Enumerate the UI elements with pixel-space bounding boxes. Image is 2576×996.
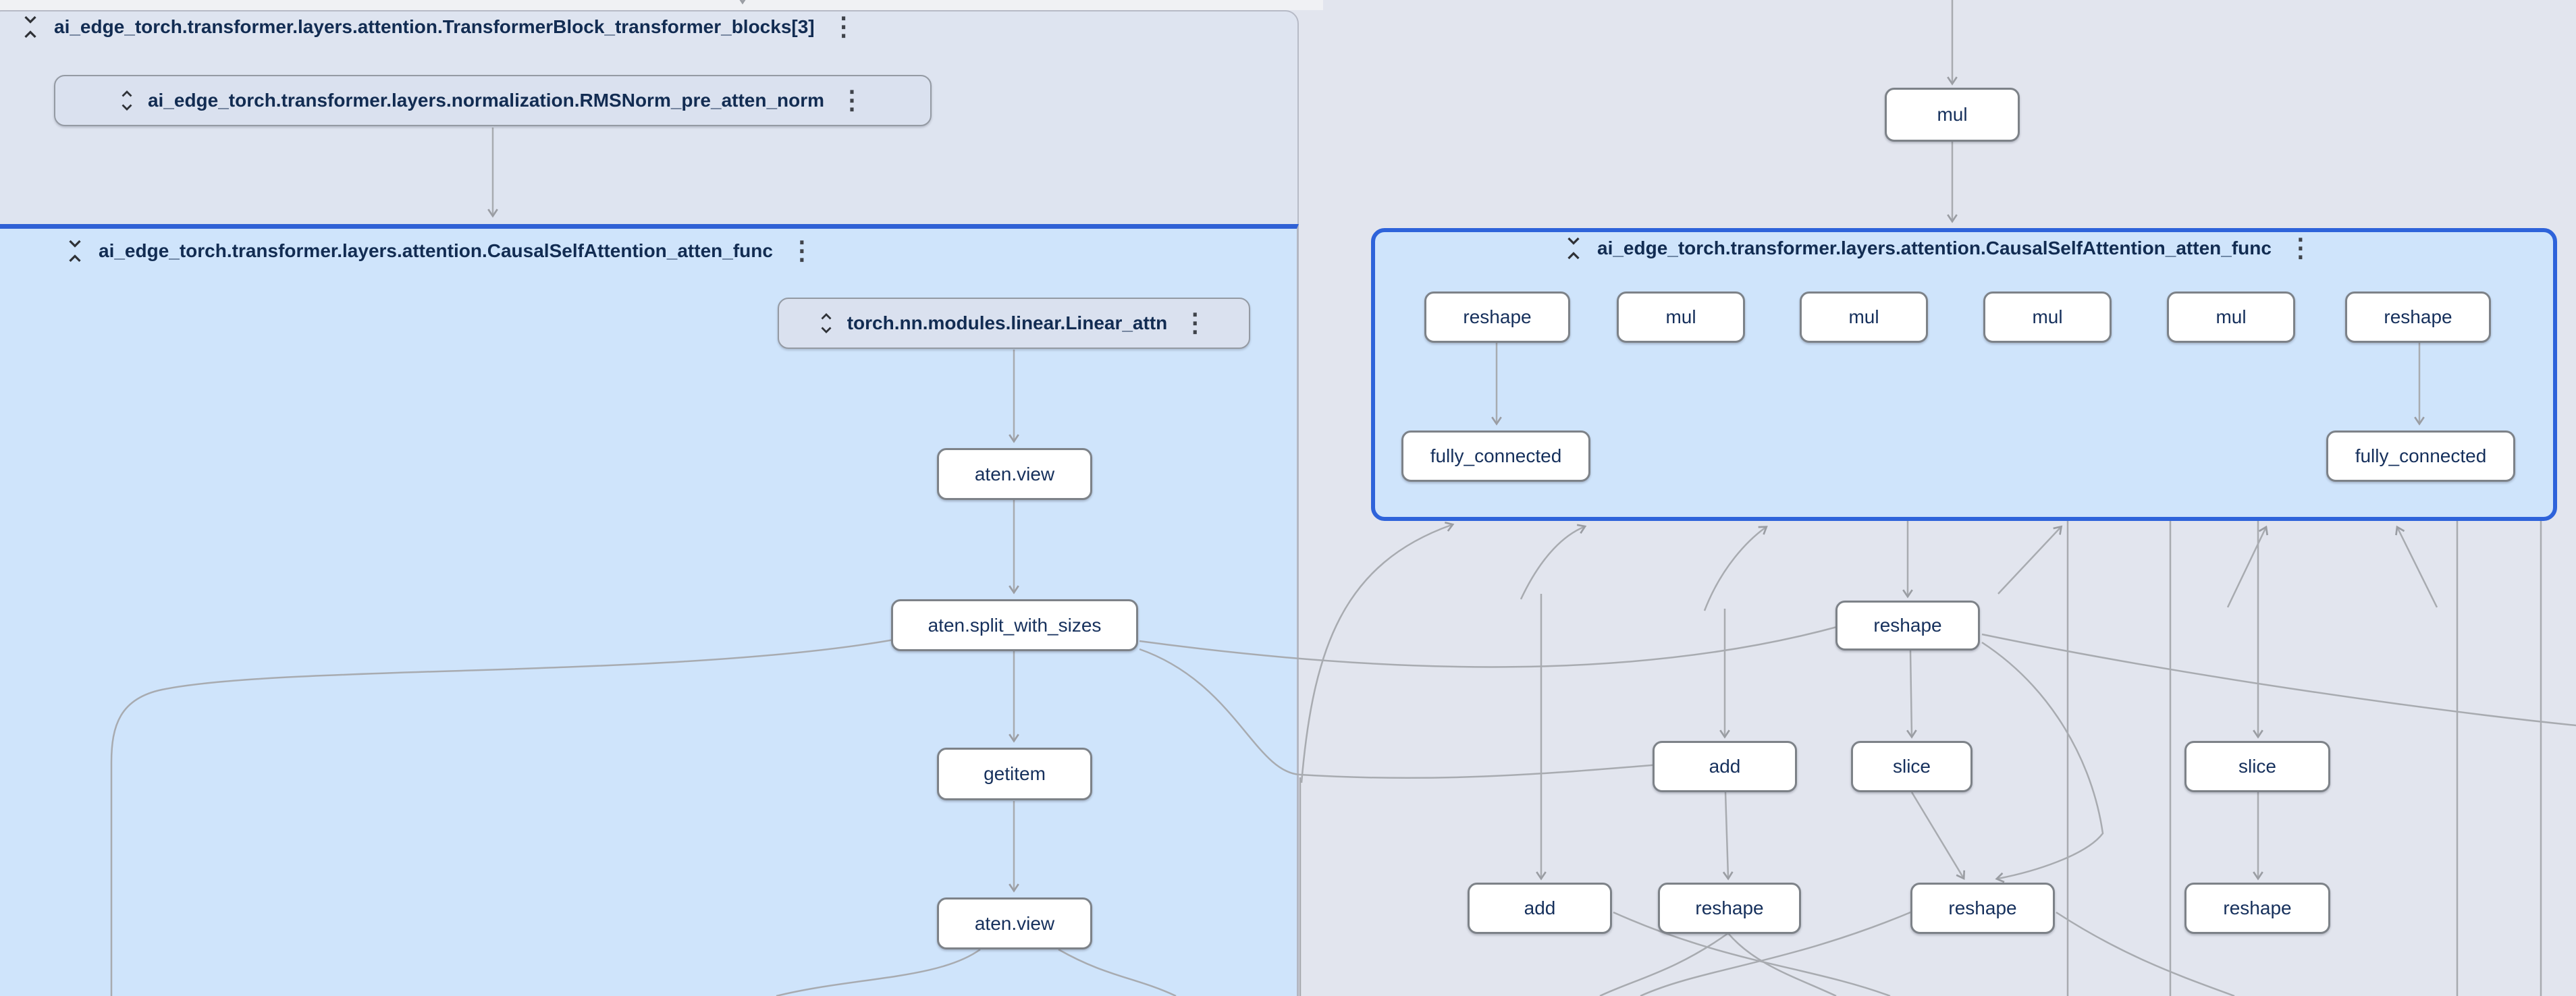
op-node-label: mul <box>1937 104 1968 125</box>
op-node-label: aten.view <box>974 912 1055 934</box>
edge <box>1599 932 1729 996</box>
op-node-reshape[interactable]: reshape <box>1424 292 1570 343</box>
op-node-label: mul <box>2032 306 2063 327</box>
op-node-label: mul <box>2216 306 2247 327</box>
group-node-label: ai_edge_torch.transformer.layers.normali… <box>147 90 825 111</box>
kebab-menu-icon[interactable]: ⋮ <box>1182 309 1208 337</box>
op-node-label: getitem <box>984 763 1046 784</box>
op-node-label: reshape <box>1948 897 2017 918</box>
op-node-label: mul <box>1848 306 1879 327</box>
op-node-label: slice <box>1892 756 1931 777</box>
op-node-label: reshape <box>1695 897 1764 918</box>
op-node-reshape-mid[interactable]: reshape <box>1835 601 1980 651</box>
group-node-linear-attn[interactable]: torch.nn.modules.linear.Linear_attn ⋮ <box>778 298 1250 349</box>
op-node-label: add <box>1524 897 1556 918</box>
op-node-label: slice <box>2238 756 2276 777</box>
op-node-label: fully_connected <box>1430 445 1562 466</box>
edge <box>1906 650 1917 739</box>
op-node-fully-connected[interactable]: fully_connected <box>2326 431 2515 482</box>
collapse-icon[interactable] <box>1563 235 1584 262</box>
op-node-mul[interactable]: mul <box>1800 292 1928 343</box>
op-node-mul[interactable]: mul <box>1617 292 1745 343</box>
kebab-menu-icon[interactable]: ⋮ <box>788 237 815 265</box>
op-node-mul[interactable]: mul <box>1983 292 2112 343</box>
op-node-aten-split-with-sizes[interactable]: aten.split_with_sizes <box>891 599 1138 651</box>
op-node-reshape[interactable]: reshape <box>1658 883 1801 934</box>
edge <box>1981 641 2104 883</box>
collapse-icon[interactable] <box>20 13 41 40</box>
edge <box>2226 525 2269 608</box>
transformer-block-header[interactable]: ai_edge_torch.transformer.layers.attenti… <box>20 13 859 40</box>
op-node-getitem[interactable]: getitem <box>937 748 1092 800</box>
edge <box>1058 948 1177 996</box>
edge <box>1139 648 1661 779</box>
op-node-add[interactable]: add <box>1653 741 1797 792</box>
op-node-aten-view[interactable]: aten.view <box>937 448 1092 500</box>
edge <box>2056 911 2235 996</box>
op-node-fully-connected[interactable]: fully_connected <box>1401 431 1590 482</box>
edge <box>2395 525 2438 608</box>
causal-self-attention-left-title: ai_edge_torch.transformer.layers.attenti… <box>99 240 773 261</box>
op-node-label: reshape <box>1873 615 1942 636</box>
op-node-reshape[interactable]: reshape <box>2184 883 2330 934</box>
causal-self-attention-right-title: ai_edge_torch.transformer.layers.attenti… <box>1597 238 2272 258</box>
op-node-label: mul <box>1665 306 1696 327</box>
op-node-label: reshape <box>2384 306 2452 327</box>
edge <box>1722 792 1734 881</box>
op-node-aten-view-2[interactable]: aten.view <box>937 897 1092 949</box>
kebab-menu-icon[interactable]: ⋮ <box>839 86 865 115</box>
op-node-label: aten.view <box>974 463 1055 485</box>
edge <box>1997 525 2063 594</box>
kebab-menu-icon[interactable]: ⋮ <box>830 13 857 41</box>
op-node-slice[interactable]: slice <box>1851 741 1973 792</box>
group-node-rmsnorm[interactable]: ai_edge_torch.transformer.layers.normali… <box>54 75 932 126</box>
op-node-reshape[interactable]: reshape <box>2345 292 2491 343</box>
op-node-label: reshape <box>2223 897 2292 918</box>
op-node-label: reshape <box>1463 306 1532 327</box>
edge <box>776 948 981 996</box>
edge <box>1981 633 2576 727</box>
edge <box>1139 625 1840 668</box>
kebab-menu-icon[interactable]: ⋮ <box>2287 234 2313 262</box>
edge <box>1640 910 1914 996</box>
op-node-slice[interactable]: slice <box>2184 741 2330 792</box>
transformer-block-title: ai_edge_torch.transformer.layers.attenti… <box>54 16 815 37</box>
canvas-top-strip <box>0 0 1323 10</box>
expand-icon[interactable] <box>817 310 835 336</box>
edge <box>110 638 894 996</box>
op-node-add[interactable]: add <box>1468 883 1612 934</box>
op-node-reshape[interactable]: reshape <box>1910 883 2055 934</box>
edge <box>1727 933 1837 996</box>
edge <box>1703 526 1768 611</box>
op-node-label: fully_connected <box>2355 445 2487 466</box>
op-node-mul-top[interactable]: mul <box>1885 88 2020 142</box>
causal-self-attention-right-header[interactable]: ai_edge_torch.transformer.layers.attenti… <box>1563 235 2316 262</box>
edge <box>1520 524 1587 600</box>
expand-icon[interactable] <box>118 88 136 113</box>
edge <box>1300 521 1455 783</box>
edge <box>1910 792 1966 881</box>
op-node-label: add <box>1709 756 1741 777</box>
causal-self-attention-left-header[interactable]: ai_edge_torch.transformer.layers.attenti… <box>65 238 817 265</box>
op-node-label: aten.split_with_sizes <box>928 614 1102 636</box>
op-node-mul[interactable]: mul <box>2167 292 2295 343</box>
group-node-label: torch.nn.modules.linear.Linear_attn <box>847 312 1168 333</box>
collapse-icon[interactable] <box>65 238 85 265</box>
